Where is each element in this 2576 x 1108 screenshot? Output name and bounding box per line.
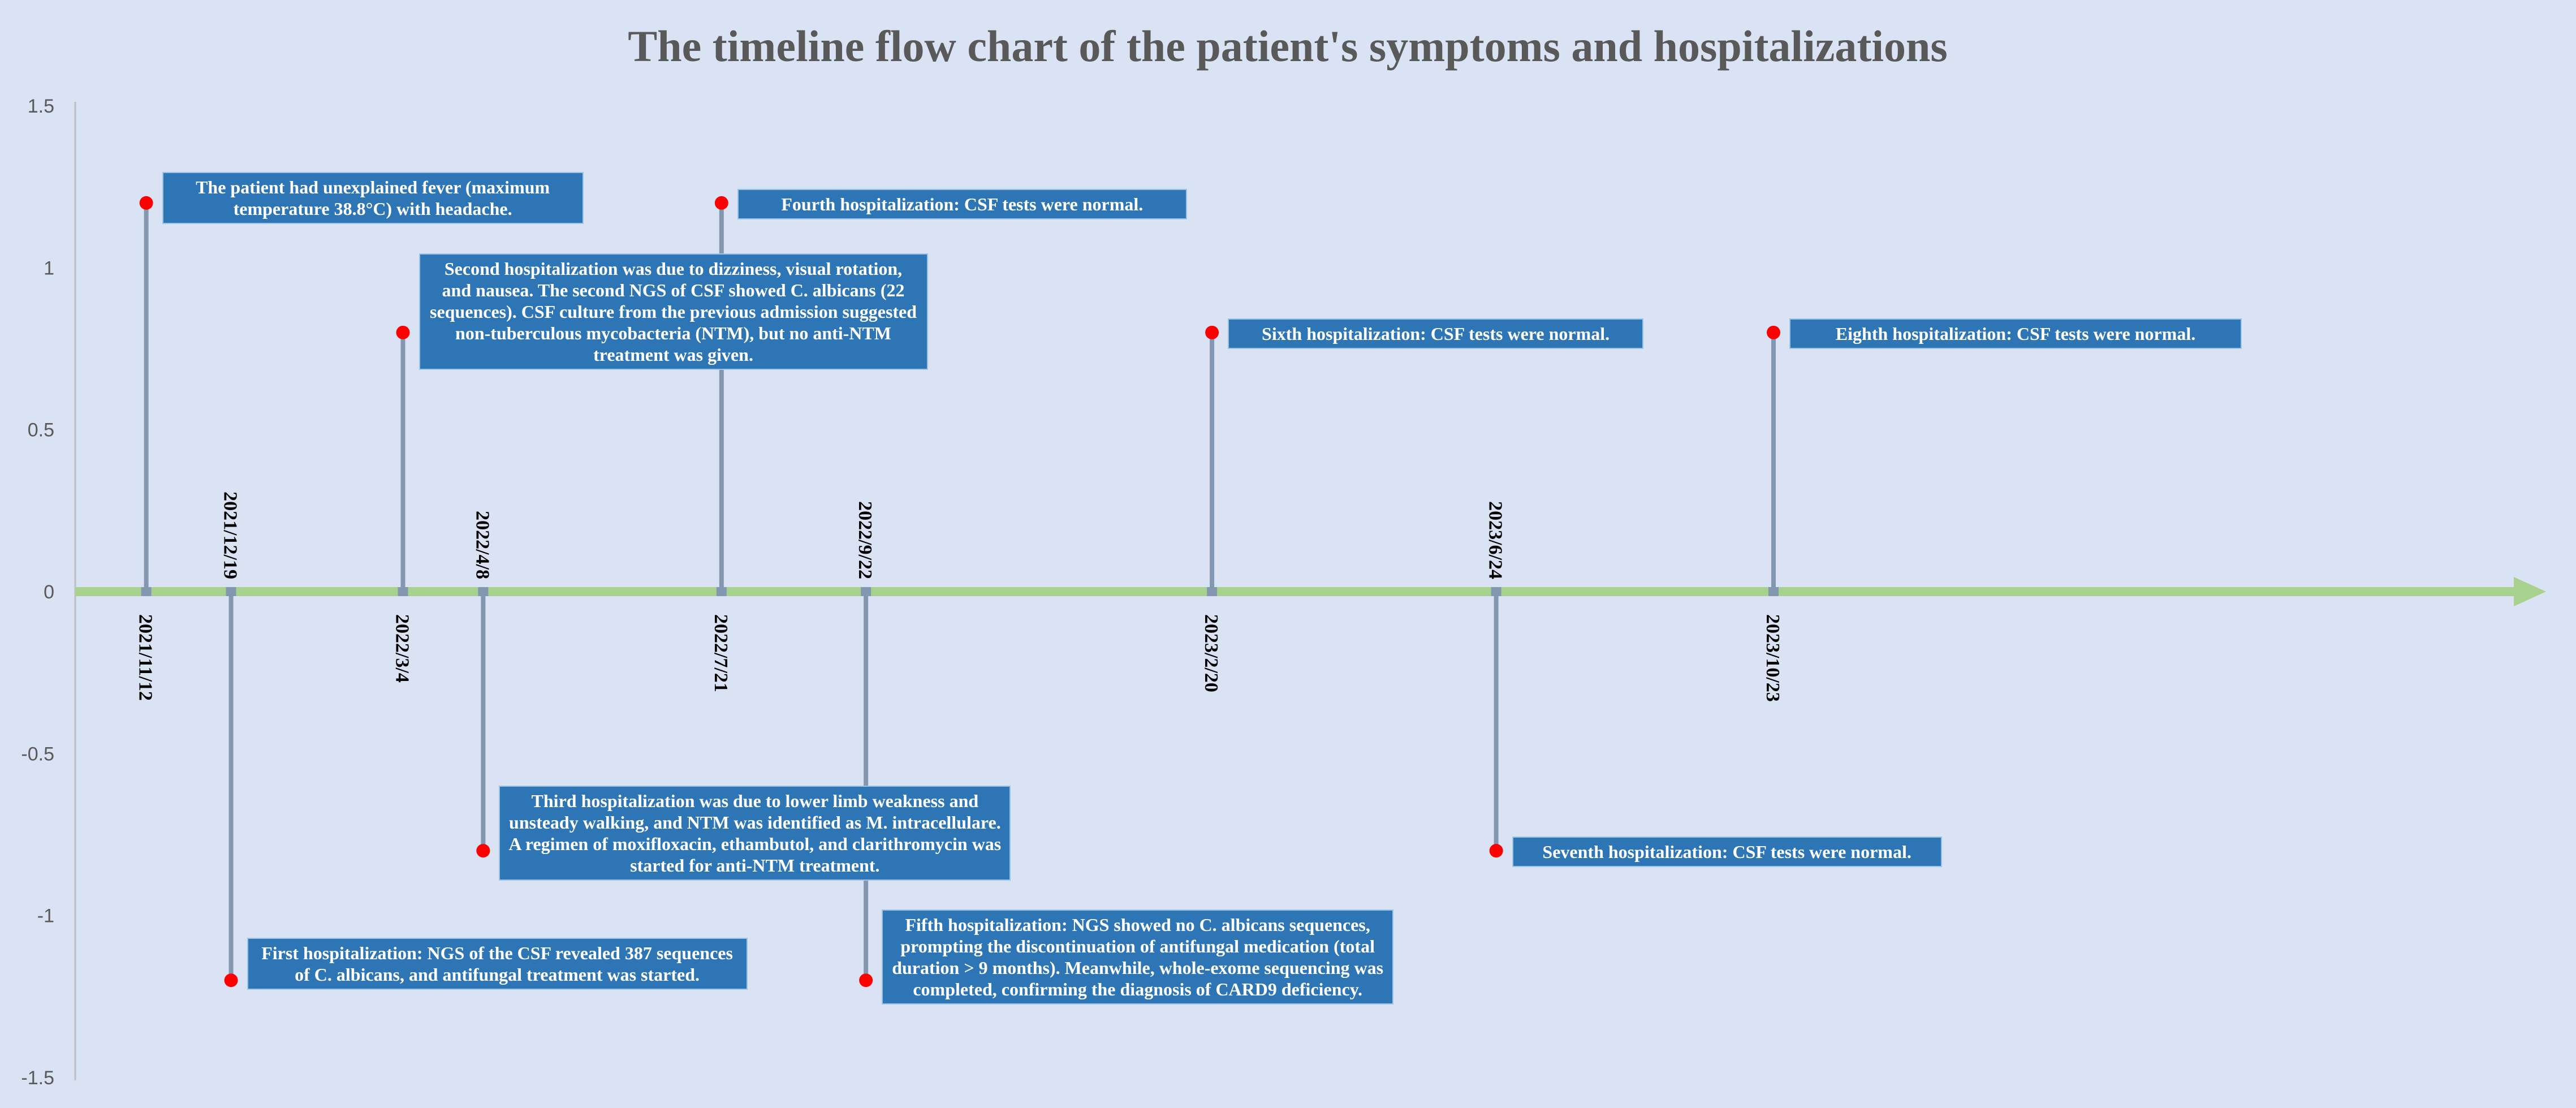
event-axis-mark [1491, 587, 1501, 596]
time-axis-arrowhead [2514, 577, 2546, 606]
event-description-box: Eighth hospitalization: CSF tests were n… [1789, 318, 2242, 349]
event-date-label: 2023/10/23 [1762, 614, 1783, 702]
event-axis-mark [1207, 587, 1218, 596]
event-axis-mark [478, 587, 489, 596]
y-tick-label: -1 [37, 906, 54, 927]
event-description-box: Sixth hospitalization: CSF tests were no… [1228, 318, 1644, 349]
event-description-box: First hospitalization: NGS of the CSF re… [247, 938, 748, 990]
event-axis-mark [1768, 587, 1779, 596]
y-tick-label: 1.5 [28, 96, 54, 117]
event-date-label: 2022/3/4 [392, 614, 413, 683]
event-description-box: Seventh hospitalization: CSF tests were … [1512, 837, 1942, 868]
event-axis-mark [861, 587, 871, 596]
y-tick-label: -0.5 [21, 743, 54, 765]
event-points [139, 196, 1780, 988]
y-tick-labels: 1.5 1 0.5 0 -0.5 -1 -1.5 [21, 96, 54, 1089]
time-axis [75, 577, 2546, 606]
event-point [476, 844, 490, 858]
event-point [1205, 325, 1219, 339]
event-description-box: The patient had unexplained fever (maxim… [162, 171, 584, 224]
event-axis-mark [398, 587, 408, 596]
event-axis-mark [141, 587, 152, 596]
event-point [1489, 844, 1503, 858]
event-point [714, 196, 728, 210]
event-date-label: 2023/2/20 [1201, 614, 1222, 692]
y-tick-label: 0.5 [28, 420, 54, 441]
event-description-box: Fourth hospitalization: CSF tests were n… [737, 188, 1187, 219]
event-date-label: 2022/4/8 [472, 511, 493, 579]
event-point [859, 973, 873, 988]
event-point [224, 973, 238, 988]
date-labels: 2021/11/12 2021/12/19 2022/3/4 2022/4/8 2022… [135, 492, 1783, 702]
y-tick-label: -1.5 [21, 1067, 54, 1089]
event-axis-mark [226, 587, 236, 596]
chart-title: The timeline flow chart of the patient's… [628, 21, 1948, 71]
event-description-box: Fifth hospitalization: NGS showed no C. … [882, 909, 1394, 1005]
event-point [396, 325, 410, 339]
y-tick-label: 0 [44, 581, 54, 603]
event-stems [141, 202, 1779, 981]
event-date-label: 2023/6/24 [1485, 501, 1506, 579]
event-date-label: 2021/12/19 [220, 492, 241, 579]
event-axis-mark [716, 587, 727, 596]
y-tick-label: 1 [44, 257, 54, 279]
event-date-label: 2021/11/12 [135, 614, 156, 701]
event-description-box: Second hospitalization was due to dizzin… [418, 253, 928, 370]
event-date-label: 2022/7/21 [710, 614, 731, 692]
event-date-label: 2022/9/22 [855, 501, 875, 579]
event-point [1767, 325, 1780, 339]
event-description-box: Third hospitalization was due to lower l… [499, 786, 1011, 881]
event-point [139, 196, 153, 210]
